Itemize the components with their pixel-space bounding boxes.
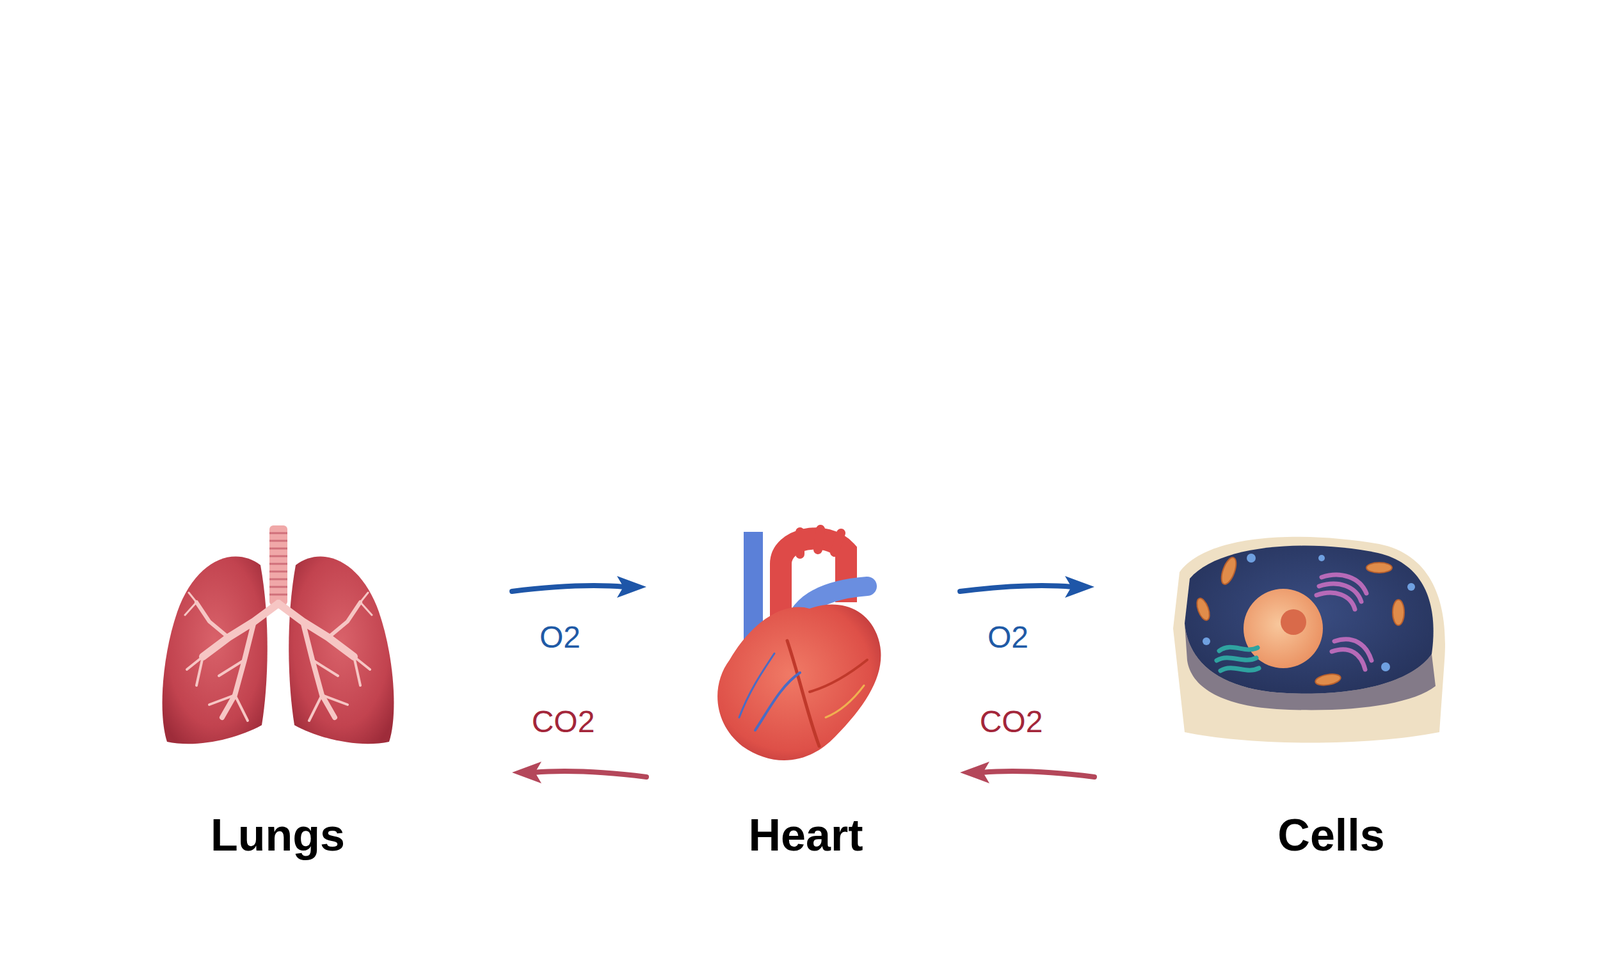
flow-arrow [512, 761, 647, 784]
organ-node: Lungs [96, 512, 512, 871]
gas-label: O2 [983, 619, 1033, 655]
golgi [1316, 574, 1372, 670]
flow-arrow [960, 576, 1095, 598]
flow-arrow [960, 761, 1095, 784]
endoplasmic-reticulum [1216, 647, 1259, 671]
gas-label: CO2 [528, 704, 600, 740]
mitochondria [1194, 555, 1405, 687]
arrow-head [616, 576, 647, 598]
vesicles [1202, 553, 1416, 672]
organ-node: Cells [1094, 512, 1543, 871]
cytoplasm [1184, 545, 1434, 694]
nucleolus [1280, 609, 1307, 635]
heart-body [717, 604, 881, 761]
arrow-shaft [981, 771, 1095, 777]
arrow-shaft [533, 771, 647, 777]
aorta-branches [800, 529, 841, 555]
arrow-shaft [960, 585, 1073, 592]
cell-membrane [1173, 536, 1446, 744]
arrow-head [512, 761, 542, 784]
coronary-vessels [739, 640, 868, 747]
organ-label: Heart [748, 809, 864, 862]
gas-label: CO2 [976, 704, 1048, 740]
trachea [269, 525, 288, 606]
arrow-head [1064, 576, 1095, 598]
trachea-rings [269, 533, 288, 595]
arrow-head [960, 761, 990, 784]
flow-arrow [512, 576, 647, 598]
lungs-illustration [162, 525, 395, 744]
gas-label: O2 [535, 619, 585, 655]
bronchial-tree [184, 592, 372, 721]
organ-label: Cells [1277, 809, 1385, 862]
organ-node: Heart [646, 512, 960, 871]
organ-label: Lungs [210, 809, 345, 862]
arrow-shaft [512, 585, 625, 592]
cell-illustration [1173, 536, 1446, 744]
heart-illustration [717, 529, 881, 761]
